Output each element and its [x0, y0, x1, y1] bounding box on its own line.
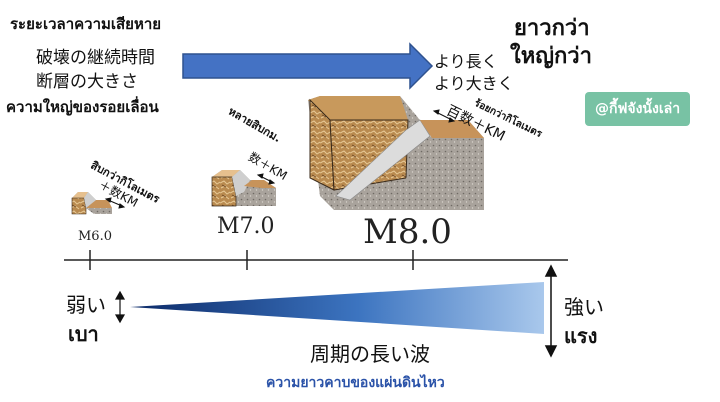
magnitude-label-m6: M6.0: [78, 229, 112, 244]
long-period-th: ความยาวคาบของแผ่นดินไหว: [266, 375, 445, 391]
strong-th: แรง: [564, 324, 598, 348]
fault-block-large: [308, 96, 484, 210]
fault-block-small: [71, 192, 112, 215]
longer-jp: より長く: [434, 52, 498, 71]
duration-arrow: [182, 42, 434, 90]
damage-duration-th: ระยะเวลาความเสียหาย: [10, 15, 162, 33]
strong-jp: 強い: [564, 295, 604, 319]
long-period-jp: 周期の長い波: [310, 342, 430, 366]
magnitude-label-m8: M8.0: [363, 212, 452, 252]
damage-duration-jp: 破壊の継続時間: [36, 48, 155, 68]
strong-arrow: [544, 264, 558, 358]
longer-th: ยาวกว่า: [514, 16, 590, 41]
scale-arrow-medium: [256, 173, 276, 185]
weak-jp: 弱い: [66, 293, 106, 317]
fault-size-th: ความใหญ่ของรอยเลื่อน: [6, 98, 159, 116]
magnitude-label-m7: M7.0: [217, 214, 275, 239]
author-badge: @กี้ฟจังนั้งเล่า: [585, 92, 691, 126]
fault-size-jp: 断層の大きさ: [36, 72, 138, 92]
fault-block-medium: [211, 170, 276, 207]
weak-th: เบา: [68, 322, 99, 346]
wave-intensity-wedge: [130, 282, 544, 334]
weak-arrow: [114, 290, 126, 324]
magnitude-axis: [64, 250, 568, 270]
bigger-th: ใหญ่กว่า: [510, 44, 593, 69]
scale-arrow-large: [432, 109, 456, 123]
bigger-jp: より大きく: [434, 74, 514, 93]
scale-arrow-small: [104, 197, 126, 209]
